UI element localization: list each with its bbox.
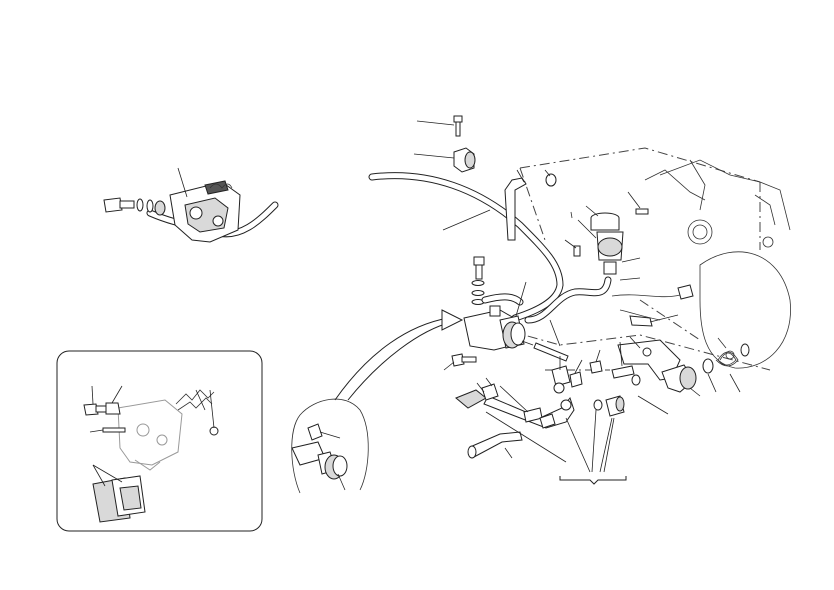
bracket-group <box>559 409 627 485</box>
brake-light-switch <box>611 284 694 327</box>
mount-bracket <box>504 169 557 241</box>
brake-pedal-assembly <box>455 336 750 473</box>
rear-caliper-assembly <box>103 167 279 243</box>
inset-panel <box>56 350 263 532</box>
brake-reservoir <box>564 191 649 281</box>
reservoir-clamp-group <box>413 115 476 173</box>
detail-arrow <box>347 321 453 401</box>
detail-bubble <box>291 398 369 494</box>
rear-master-cylinder <box>443 256 569 371</box>
